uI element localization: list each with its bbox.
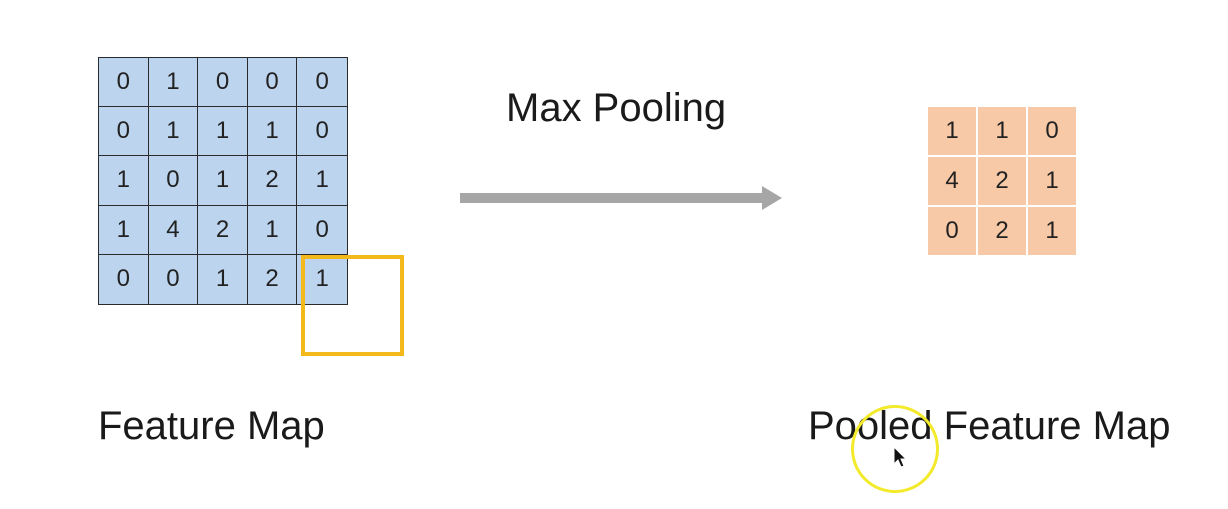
pooling-window-highlight [301, 255, 404, 356]
feature-map-caption: Feature Map [98, 404, 325, 448]
feature-map-cell: 1 [99, 156, 149, 206]
feature-map-cell: 1 [148, 58, 199, 108]
feature-map-cell: 0 [99, 107, 149, 157]
feature-map-cell: 1 [148, 107, 199, 157]
pooled-map-cell: 1 [1028, 157, 1076, 205]
feature-map-cell: 1 [99, 205, 149, 255]
feature-map-cell: 2 [247, 156, 298, 206]
pooled-map-cell: 2 [978, 207, 1026, 255]
feature-map-cell: 0 [198, 58, 248, 108]
pooled-feature-map-caption: Pooled Feature Map [808, 404, 1171, 448]
pooled-map-cell: 1 [1028, 207, 1076, 255]
feature-map-cell: 2 [247, 254, 298, 304]
feature-map-cell: 0 [99, 58, 149, 108]
feature-map-cell: 1 [297, 156, 347, 206]
operation-label: Max Pooling [506, 86, 727, 130]
feature-map-cell: 2 [198, 205, 248, 255]
feature-map-cell: 0 [148, 156, 199, 206]
pooled-map-cell: 0 [928, 207, 976, 255]
feature-map-cell: 0 [99, 254, 149, 304]
feature-map-cell: 1 [247, 205, 298, 255]
feature-map-cell: 4 [148, 205, 199, 255]
feature-map-cell: 1 [247, 107, 298, 157]
feature-map-cell: 0 [297, 107, 347, 157]
feature-map-cell: 0 [148, 254, 199, 304]
feature-map-cell: 1 [297, 254, 347, 304]
pooled-map-cell: 1 [978, 107, 1026, 155]
pooled-map-cell: 1 [928, 107, 976, 155]
feature-map-cell: 1 [198, 107, 248, 157]
mouse-pointer-icon [893, 446, 907, 468]
feature-map-cell: 0 [247, 58, 298, 108]
feature-map-cell: 0 [297, 205, 347, 255]
feature-map-cell: 1 [198, 156, 248, 206]
pooled-map-cell: 2 [978, 157, 1026, 205]
pooled-map-cell: 4 [928, 157, 976, 205]
pooled-map-cell: 0 [1028, 107, 1076, 155]
right-arrow-icon [460, 186, 782, 210]
feature-map-cell: 1 [198, 254, 248, 304]
feature-map-cell: 0 [297, 58, 347, 108]
